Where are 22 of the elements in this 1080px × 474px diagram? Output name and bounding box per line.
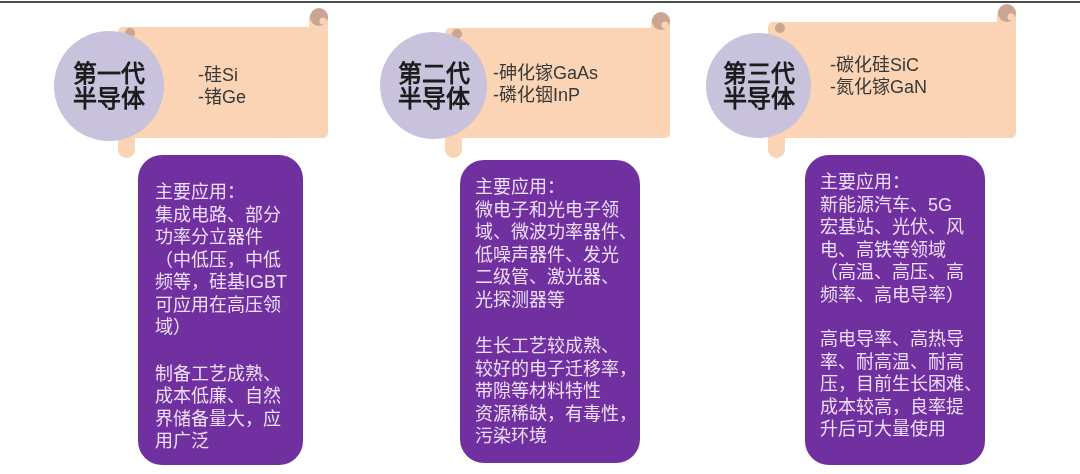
paragraph: 微电子和光电子领域、微波功率器件、低噪声器件、发光二级管、激光器、光探测器等 [475,198,637,311]
list-item: -硅Si [198,64,238,86]
card-heading: 主要应用： [475,176,565,199]
paragraph: 新能源汽车、5G宏基站、光伏、风电、高铁等领域（高温、高压、高频率、高电导率） [820,193,964,306]
list-item: -锗Ge [198,86,246,108]
info-card [138,155,303,465]
circle-label: 第三代半导体 [721,60,796,111]
circle-label: 第一代半导体 [72,61,146,111]
list-item: -碳化硅SiC [830,54,919,76]
card-heading: 主要应用： [155,181,245,204]
paragraph: 高电导率、高热导率、耐高温、耐高压，目前生长困难、成本较高，良率提升后可大量使用 [820,328,982,441]
info-card [805,155,985,465]
circle-label: 第二代半导体 [396,60,471,111]
info-card [460,160,640,463]
paragraph: 生长工艺较成熟、较好的电子迁移率，带隙等材料特性 [475,335,637,403]
list-item: -氮化镓GaN [830,76,927,98]
paragraph: 集成电路、部分功率分立器件（中低压，中低频等，硅基IGBT可应用在高压领域） [155,203,287,339]
paragraph: 资源稀缺，有毒性，污染环境 [475,402,637,448]
list-item: -砷化镓GaAs [493,62,598,84]
list-item: -磷化铟InP [493,84,580,106]
paragraph: 制备工艺成熟、成本低廉、自然界储备量大，应用广泛 [155,362,281,453]
card-heading: 主要应用： [820,171,910,194]
